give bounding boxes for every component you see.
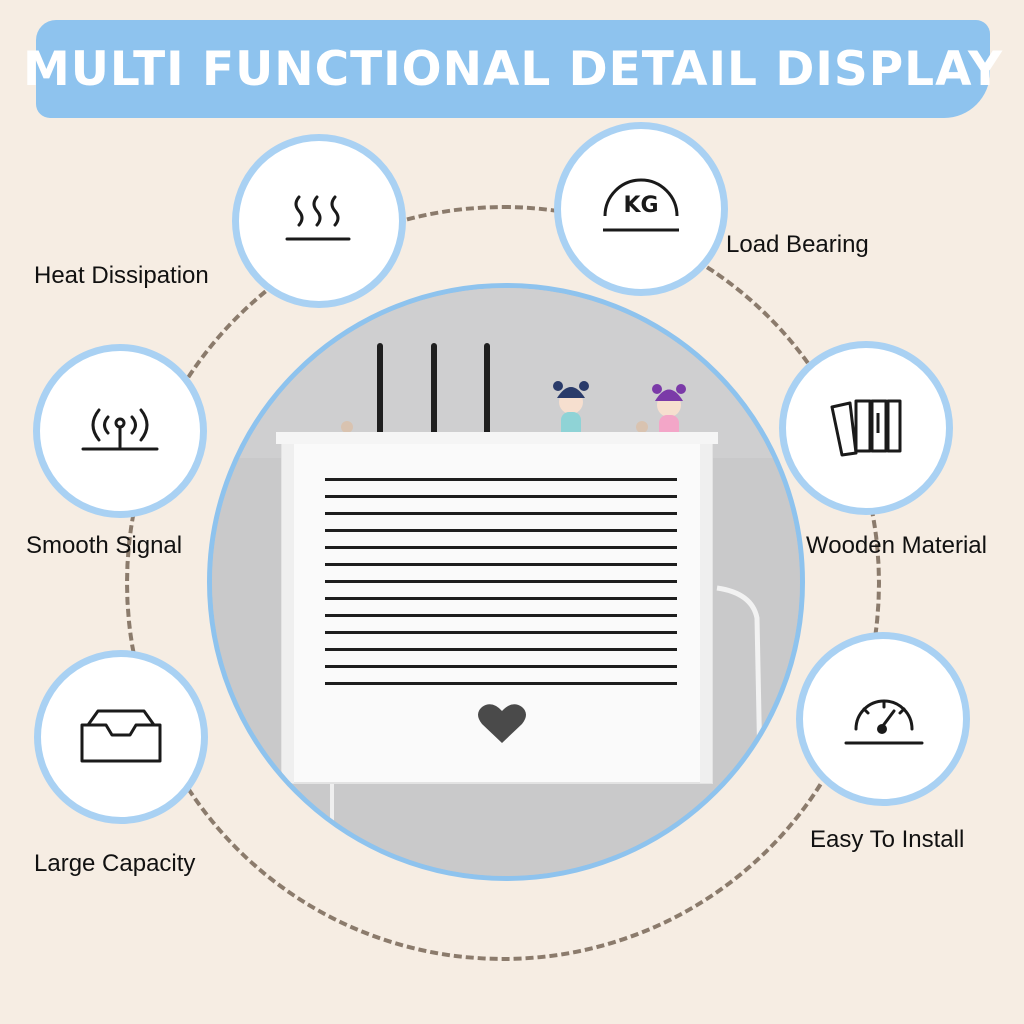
wood-planks-icon	[830, 399, 902, 457]
wooden-material-label: Wooden Material	[806, 532, 987, 559]
smooth-signal-circle	[33, 344, 207, 518]
large-capacity-circle	[34, 650, 208, 824]
kg-text: KG	[623, 193, 658, 218]
heat-dissipation-label: Heat Dissipation	[34, 262, 209, 289]
easy-to-install-label: Easy To Install	[810, 826, 965, 853]
smooth-signal-label: Smooth Signal	[26, 532, 183, 559]
dashed-ring	[125, 205, 881, 961]
product-photo	[207, 283, 805, 881]
load-bearing-label: Load Bearing	[726, 231, 869, 258]
title-banner: MULTI FUNCTIONAL DETAIL DISPLAY	[23, 20, 1002, 118]
load-bearing-circle: KG	[554, 122, 728, 296]
banner-title: MULTI FUNCTIONAL DETAIL DISPLAY	[23, 41, 1003, 97]
heat-waves-icon	[285, 195, 351, 241]
gauge-icon	[844, 699, 924, 745]
large-capacity-label: Large Capacity	[34, 850, 196, 877]
easy-to-install-circle	[796, 632, 970, 806]
wooden-material-circle	[779, 341, 953, 515]
wifi-signal-icon	[81, 408, 159, 451]
storage-tray-icon	[80, 709, 162, 763]
kg-scale-icon: KG	[603, 178, 679, 232]
heat-dissipation-circle	[232, 134, 406, 308]
